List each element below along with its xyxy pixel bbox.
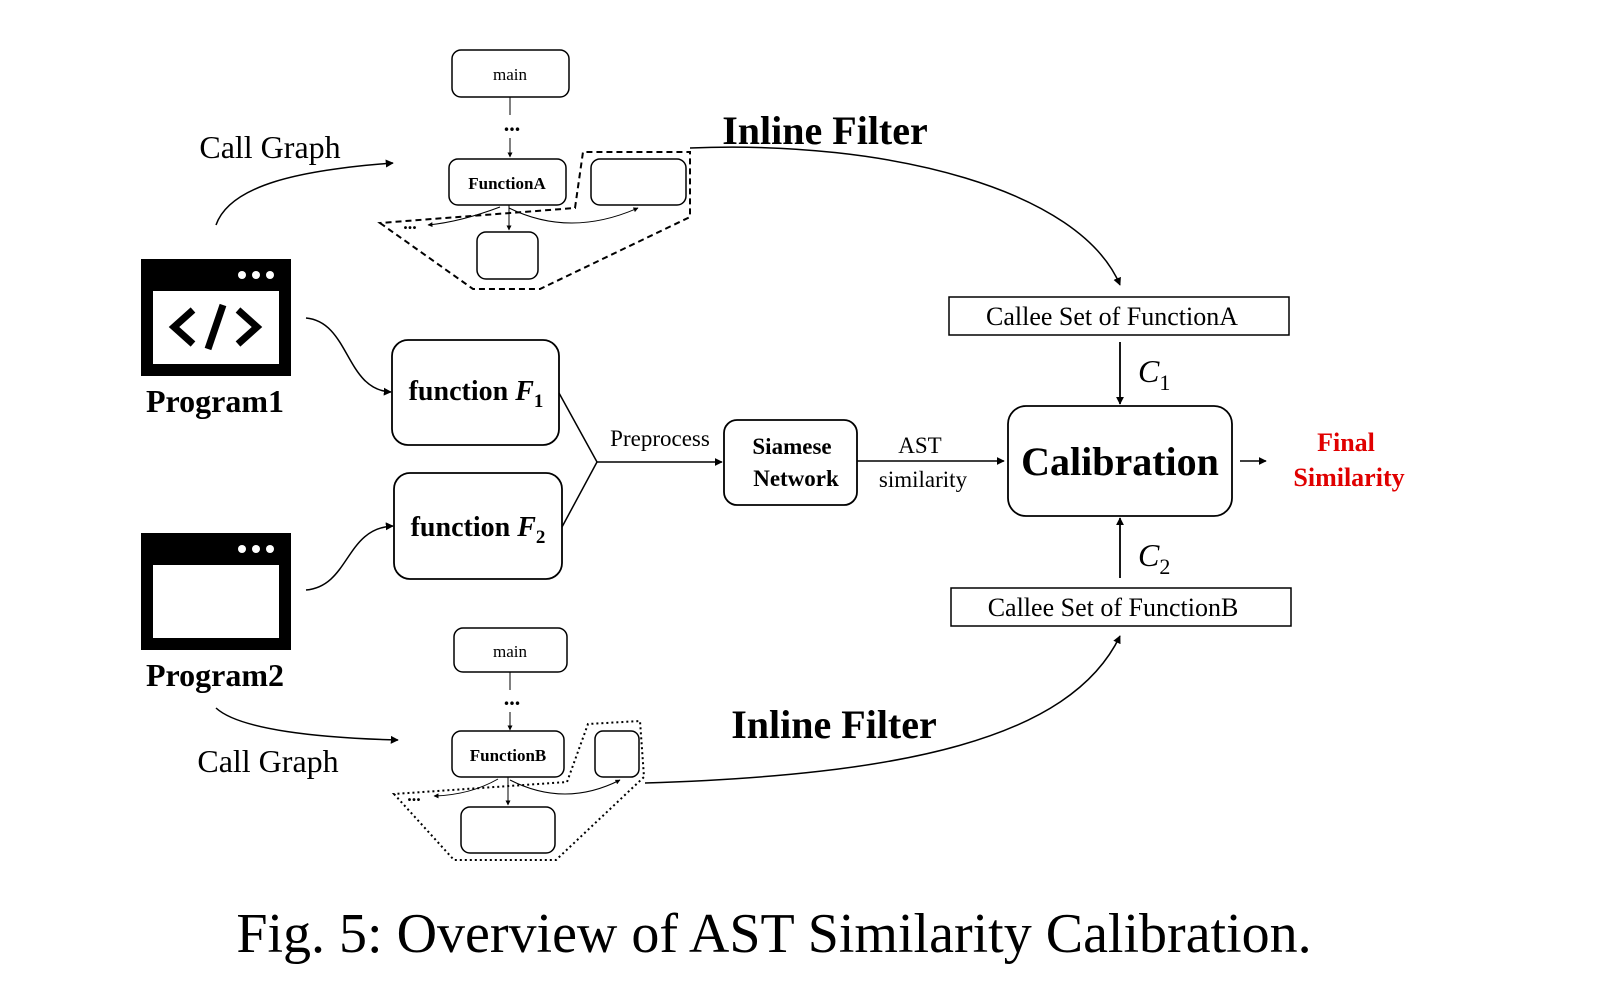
siamese-line1: Siamese bbox=[752, 434, 831, 459]
merge-line-f1 bbox=[558, 392, 598, 463]
figure-caption: Fig. 5: Overview of AST Similarity Calib… bbox=[236, 903, 1311, 965]
callee-set-b-box bbox=[950, 587, 1292, 627]
ast-label-line1: AST bbox=[898, 433, 941, 458]
arrow-program2-callgraph bbox=[215, 707, 399, 744]
inline-filter-label-a: Inline Filter bbox=[722, 108, 928, 153]
main-node-b-label: main bbox=[493, 642, 527, 661]
call-graph-a: main ... FunctionA ... bbox=[377, 49, 691, 290]
callee-set-a-box bbox=[948, 296, 1290, 336]
program1-label: Program1 bbox=[146, 383, 284, 419]
main-node-a-label: main bbox=[493, 65, 527, 84]
edge-a-left bbox=[427, 206, 501, 228]
c1-label: C1 bbox=[1138, 353, 1170, 395]
side-ellipsis-a: ... bbox=[403, 213, 417, 233]
c2-label: C2 bbox=[1138, 537, 1170, 579]
function-a-node bbox=[448, 158, 567, 206]
ellipsis-b: ... bbox=[504, 685, 521, 710]
inline-region-b bbox=[391, 719, 646, 861]
callee-node-a-bottom bbox=[476, 231, 539, 280]
call-graph-label-a: Call Graph bbox=[199, 129, 340, 165]
call-graph-label-b: Call Graph bbox=[197, 743, 338, 779]
side-ellipsis-b: ... bbox=[407, 785, 421, 805]
inline-filter-label-b: Inline Filter bbox=[731, 702, 937, 747]
program2-label: Program2 bbox=[146, 657, 284, 693]
function-f1-label: function F1 bbox=[409, 376, 544, 412]
arrow-inline-filter-a bbox=[689, 146, 1121, 286]
callee-node-b-bottom bbox=[460, 806, 556, 854]
ast-label-line2: similarity bbox=[879, 467, 968, 492]
edge-b-right bbox=[509, 779, 621, 795]
blank-window-icon bbox=[141, 533, 291, 650]
function-f2-label: function F2 bbox=[411, 512, 546, 548]
arrow-program1-callgraph bbox=[215, 159, 394, 226]
callee-set-a-label: Callee Set of FunctionA bbox=[986, 302, 1238, 331]
merge-line-f2 bbox=[561, 461, 598, 528]
code-window-icon bbox=[141, 259, 291, 376]
function-b-label: FunctionB bbox=[470, 746, 547, 765]
final-similarity-line2: Similarity bbox=[1293, 463, 1404, 492]
edge-a-right bbox=[508, 207, 639, 224]
call-graph-b: main ... FunctionB ... bbox=[391, 627, 646, 861]
callee-node-a-right bbox=[590, 158, 687, 206]
arrow-inline-filter-b bbox=[644, 635, 1121, 784]
preprocess-label: Preprocess bbox=[610, 426, 710, 451]
edge-b-left bbox=[433, 778, 499, 799]
siamese-line2: Network bbox=[753, 466, 839, 491]
function-a-label: FunctionA bbox=[468, 174, 546, 193]
ellipsis-a: ... bbox=[504, 111, 521, 136]
arrow-program2-f2 bbox=[305, 522, 394, 591]
callee-set-b-label: Callee Set of FunctionB bbox=[988, 593, 1239, 622]
calibration-label: Calibration bbox=[1021, 439, 1219, 484]
callee-node-b-right bbox=[594, 730, 640, 778]
function-f1-box bbox=[391, 339, 560, 446]
inline-region-a bbox=[377, 151, 691, 290]
arrow-program1-f1 bbox=[305, 317, 392, 396]
siamese-network-box bbox=[723, 419, 858, 506]
final-similarity-line1: Final bbox=[1317, 428, 1375, 457]
calibration-box bbox=[1007, 405, 1233, 517]
